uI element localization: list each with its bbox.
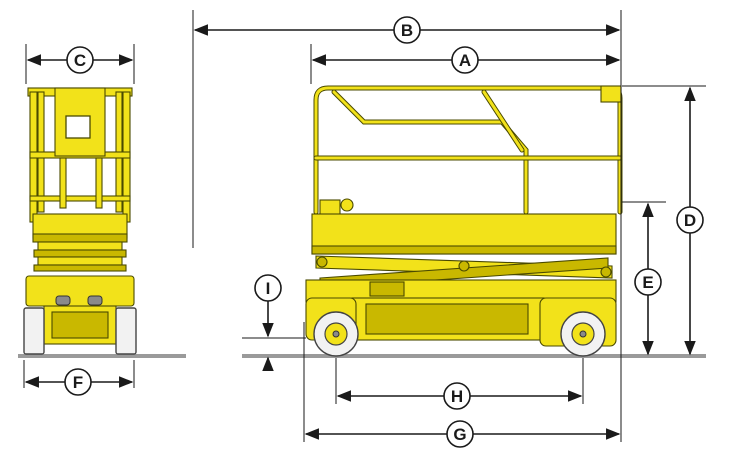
dimension-bubble-A	[451, 46, 479, 74]
dimension-bubble-I	[254, 274, 282, 302]
dimension-bubble-F	[64, 368, 92, 396]
dimension-A: A	[311, 46, 621, 74]
dimension-label-G: G	[453, 425, 466, 444]
dimension-label-D: D	[684, 211, 696, 230]
extension-lines	[23, 10, 706, 442]
dimension-F: F	[24, 368, 134, 396]
dimension-H: H	[336, 382, 583, 410]
front-view-machine	[23, 87, 137, 355]
dimension-D: D	[676, 86, 704, 356]
dimension-label-F: F	[73, 373, 83, 392]
dimension-G: G	[304, 420, 621, 448]
dimension-bubble-D	[676, 206, 704, 234]
dimension-B: B	[193, 16, 621, 44]
dimension-bubble-G	[446, 420, 474, 448]
dimension-label-H: H	[451, 387, 463, 406]
dimension-bubble-C	[66, 46, 94, 74]
dimension-label-I: I	[266, 279, 271, 298]
dimension-label-A: A	[459, 51, 471, 70]
side-view-machine	[305, 85, 623, 357]
dimension-label-C: C	[74, 51, 86, 70]
dimension-bubble-H	[443, 382, 471, 410]
dimension-C: C	[26, 46, 134, 74]
dimension-bubble-E	[634, 268, 662, 296]
dimension-bubble-B	[393, 16, 421, 44]
dimension-label-E: E	[642, 273, 653, 292]
dimension-E: E	[634, 202, 662, 356]
dimension-I: I	[254, 274, 282, 371]
dimension-label-B: B	[401, 21, 413, 40]
